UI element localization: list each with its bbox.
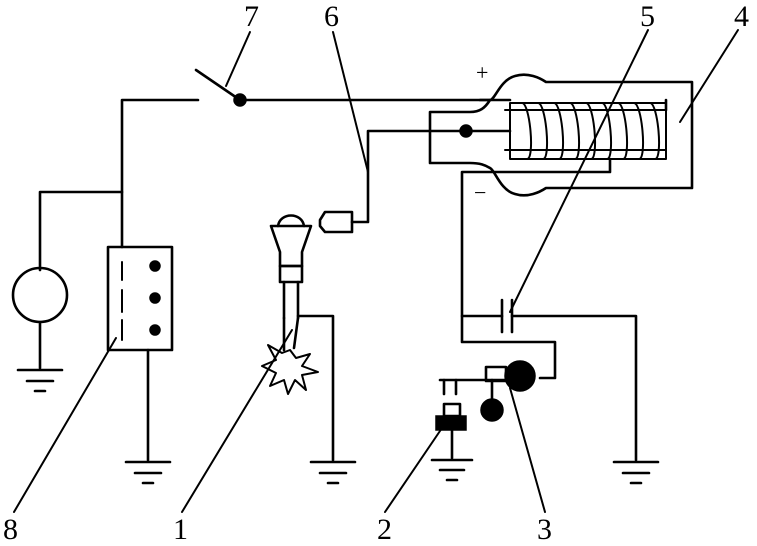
callout-1: 1	[173, 513, 188, 546]
callout-2: 2	[377, 513, 392, 546]
contact-point	[430, 402, 474, 482]
generator-circle	[11, 266, 69, 324]
contact-point-ground-symbol	[430, 458, 474, 482]
contact-breaker	[438, 360, 536, 422]
breaker-cam	[504, 360, 536, 392]
switch	[194, 68, 512, 107]
callout-8: 8	[3, 513, 18, 546]
spark-plug-ground-symbol	[309, 460, 357, 485]
ignition-coil: + −	[428, 60, 694, 205]
primary-wire	[460, 157, 612, 380]
callout-6: 6	[324, 0, 339, 33]
callout-4: 4	[734, 0, 749, 33]
generator-ground-symbol	[16, 368, 64, 393]
high-tension-lead	[318, 129, 468, 234]
supply-wire	[120, 98, 200, 249]
capacitor	[460, 298, 660, 485]
battery-ground-symbol	[124, 460, 172, 485]
callout-labels: 1 2 3 4 5 6 7 8	[3, 0, 749, 546]
breaker-pivot	[480, 398, 504, 422]
coil-minus-sign: −	[474, 180, 486, 205]
callout-5: 5	[640, 0, 655, 33]
leader-lines	[13, 29, 739, 513]
spark-icon	[261, 344, 319, 395]
callout-3: 3	[537, 513, 552, 546]
battery	[106, 245, 174, 485]
capacitor-ground-symbol	[612, 460, 660, 485]
generator-branch	[11, 190, 124, 393]
spark-plug	[261, 214, 357, 485]
coil-plus-sign: +	[476, 60, 488, 85]
callout-7: 7	[244, 0, 259, 33]
